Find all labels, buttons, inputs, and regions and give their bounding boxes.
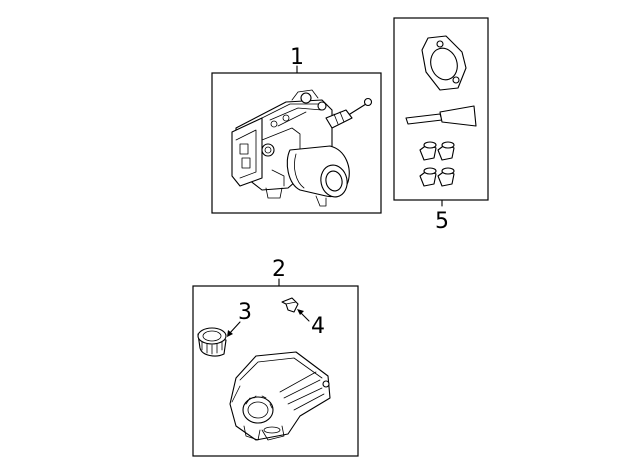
callout-2-group[interactable]: 2 bbox=[272, 257, 286, 287]
callout-3-group[interactable]: 3 bbox=[227, 300, 252, 337]
leader-3 bbox=[228, 321, 241, 335]
leader-3-arrowhead bbox=[227, 330, 233, 337]
callout-4-label: 4 bbox=[311, 314, 325, 339]
callout-1-group[interactable]: 1 bbox=[290, 45, 304, 74]
fitting-icon bbox=[437, 141, 455, 161]
callout-3-label: 3 bbox=[238, 300, 252, 325]
callout-5-label: 5 bbox=[435, 209, 449, 234]
reservoir-assembly-icon[interactable] bbox=[229, 351, 331, 441]
reservoir-cap-icon[interactable] bbox=[197, 327, 227, 357]
fitting-icon bbox=[419, 167, 437, 187]
seal-tool-icon bbox=[405, 105, 477, 127]
callout-1-label: 1 bbox=[290, 45, 304, 70]
clip-icon[interactable] bbox=[281, 297, 299, 313]
callout-2-label: 2 bbox=[272, 257, 286, 282]
fitting-icon bbox=[437, 167, 455, 187]
gasket-and-fittings-kit-icon[interactable] bbox=[405, 35, 477, 187]
part-5-box bbox=[393, 17, 489, 201]
leader-4-arrowhead bbox=[297, 309, 304, 315]
callout-4-group[interactable]: 4 bbox=[297, 309, 325, 339]
fitting-icon bbox=[419, 141, 437, 161]
abs-modulator-assembly-icon[interactable] bbox=[231, 89, 373, 207]
callout-5-group[interactable]: 5 bbox=[435, 199, 449, 234]
part-1-box bbox=[211, 72, 382, 214]
part-2-box bbox=[192, 285, 359, 457]
gasket-icon bbox=[421, 35, 467, 91]
